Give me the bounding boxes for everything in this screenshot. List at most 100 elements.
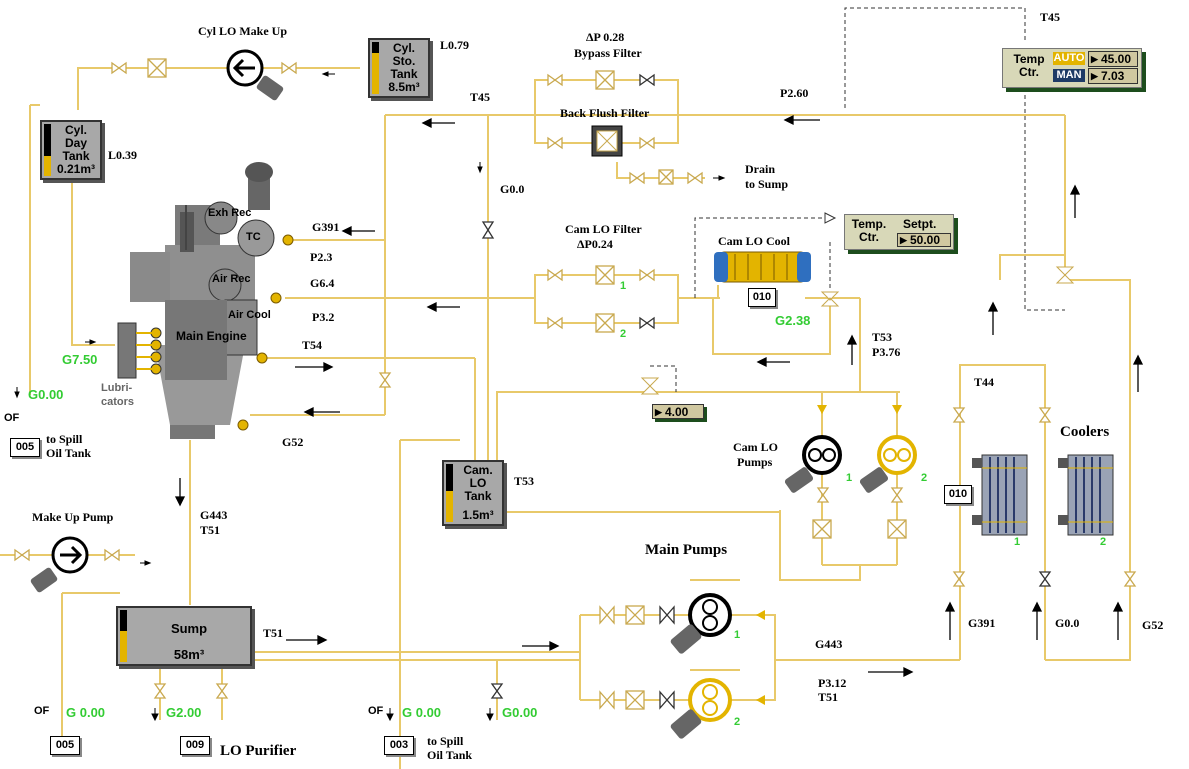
t51-right-label: T51 [818, 690, 839, 704]
cam-setpoint-value[interactable]: 50.00 [897, 233, 951, 247]
cyl-day-tank-volume: 0.21m³ [56, 162, 96, 176]
to-spill-bottom-2: Oil Tank [427, 748, 473, 762]
of-bottom-mid-label: OF [368, 705, 384, 717]
t53-tank-label: T53 [514, 474, 535, 488]
l039-label: L0.39 [108, 148, 138, 162]
main-pump-2-number: 2 [734, 716, 741, 728]
cam-filter-2-number: 2 [620, 328, 627, 340]
lo-purifier-label: LO Purifier [220, 743, 297, 759]
cam-lo-cool-label: Cam LO Cool [718, 234, 790, 248]
cam-lo-pumps-label-2: Pumps [737, 455, 773, 469]
cyl-day-tank-name: Cyl. Day Tank [62, 123, 90, 163]
g64-label: G6.4 [310, 276, 335, 290]
purifier-counter[interactable]: 009 [180, 736, 210, 755]
g000-bottom-left-label: G 0.00 [66, 705, 106, 720]
cam-pump-2 [859, 435, 917, 493]
to-spill-bottom-1: to Spill [427, 734, 464, 748]
cyl-day-level [44, 155, 51, 176]
makeup-pump [30, 536, 89, 593]
g52-right-label: G52 [1142, 618, 1164, 632]
check-valves [756, 405, 902, 705]
flow-arrows [174, 114, 1144, 678]
engine-ports [237, 234, 294, 431]
temp-ctr-main-title: Temp Ctr. [1013, 52, 1045, 79]
cam-lo-tank[interactable]: Cam. LO Tank 1.5m³ [442, 460, 504, 526]
cam-lo-tank-volume: 1.5m³ [462, 508, 494, 522]
cam-cool-counter[interactable]: 010 [748, 288, 776, 307]
dp024-label: ΔP0.24 [577, 237, 613, 251]
g000-bottom-right-label: G0.00 [502, 705, 538, 720]
sump-tank[interactable]: Sump 58m³ [116, 606, 252, 666]
g750-label: G7.50 [62, 352, 98, 367]
bottom-mid-counter[interactable]: 003 [384, 736, 414, 755]
g52-left-label: G52 [282, 435, 304, 449]
filter-group [63, 58, 907, 710]
dp028-label: ΔP 0.28 [586, 30, 625, 44]
sump-tank-name: Sump [170, 621, 208, 636]
pipe-network [0, 67, 1131, 769]
valve-setpoint-value[interactable]: 4.00 [652, 404, 704, 420]
small-arrows [14, 71, 726, 722]
cyl-makeup-pump [226, 49, 284, 101]
main-engine-graphic [130, 162, 275, 439]
g391-bottom-label: G391 [968, 616, 996, 630]
lubricators-label-1: Lubri- [101, 382, 133, 394]
p376-label: P3.76 [872, 345, 901, 359]
g391-top-label: G391 [312, 220, 340, 234]
t53-right-label: T53 [872, 330, 893, 344]
cam-lo-filter-label: Cam LO Filter [565, 222, 642, 236]
make-up-pump-label: Make Up Pump [32, 510, 114, 524]
control-lines [650, 7, 1065, 392]
main-pump-2 [670, 678, 732, 739]
temp-ctr-main[interactable]: Temp Ctr. AUTO MAN 45.00 7.03 [1002, 48, 1142, 88]
exh-rec-label: Exh Rec [208, 207, 252, 219]
t45-top-label: T45 [1040, 10, 1061, 24]
auto-setpoint-value[interactable]: 45.00 [1088, 51, 1138, 67]
g443-right-label: G443 [815, 637, 843, 651]
cyl-sto-tank-volume: 8.5m³ [388, 80, 420, 94]
main-pumps-label: Main Pumps [645, 542, 728, 558]
temp-ctr-cam-title: Temp. Ctr. [851, 217, 887, 244]
three-way-valves [640, 266, 1075, 395]
man-output-value[interactable]: 7.03 [1088, 68, 1138, 84]
cam-pump-1 [784, 435, 842, 493]
spill-counter-left[interactable]: 005 [10, 438, 40, 457]
t51-sump-label: T51 [263, 626, 284, 640]
g000-bottom-mid-label: G 0.00 [402, 705, 442, 720]
air-rec-label: Air Rec [212, 273, 251, 285]
coolers-label: Coolers [1060, 424, 1110, 440]
main-pump-1 [670, 593, 732, 654]
of-left-label: OF [4, 412, 20, 424]
cam-pump-1-number: 1 [846, 472, 853, 484]
cam-lo-cooler-graphic [714, 251, 811, 283]
closed-valve-group [481, 73, 1052, 710]
to-spill-label-1: to Spill [46, 432, 83, 446]
l079-label: L0.79 [440, 38, 470, 52]
cam-lo-level [446, 491, 453, 522]
g00-right-label: G0.0 [1055, 616, 1080, 630]
main-engine-label[interactable]: Main Engine [176, 329, 247, 343]
sump-tank-volume: 58m³ [173, 647, 205, 662]
cyl-sto-tank[interactable]: Cyl. Sto. Tank 8.5m³ [368, 38, 430, 98]
man-mode-button[interactable]: MAN [1053, 69, 1085, 82]
signal-arrow [824, 212, 837, 224]
bypass-filter-label: Bypass Filter [574, 46, 642, 60]
p260-label: P2.60 [780, 86, 809, 100]
cooler-counter[interactable]: 010 [944, 485, 972, 504]
coolers-graphic [972, 454, 1114, 536]
g00-mid-label: G0.0 [500, 182, 525, 196]
auto-mode-button[interactable]: AUTO [1053, 52, 1085, 65]
t54-label: T54 [302, 338, 323, 352]
lubricators-graphic [117, 322, 162, 379]
cyl-day-tank[interactable]: Cyl. Day Tank 0.21m³ [40, 120, 102, 180]
g000-left-label: G0.00 [28, 387, 64, 402]
cam-pump-2-number: 2 [921, 472, 928, 484]
t44-label: T44 [974, 375, 995, 389]
to-spill-label-2: Oil Tank [46, 446, 92, 460]
drain-label-2: to Sump [745, 177, 789, 191]
bottom-left-counter[interactable]: 005 [50, 736, 80, 755]
g443-left-label: G443 [200, 508, 228, 522]
cyl-lo-makeup-label: Cyl LO Make Up [198, 24, 288, 38]
temp-ctr-cam[interactable]: Temp. Ctr. Setpt. 50.00 [844, 214, 954, 250]
